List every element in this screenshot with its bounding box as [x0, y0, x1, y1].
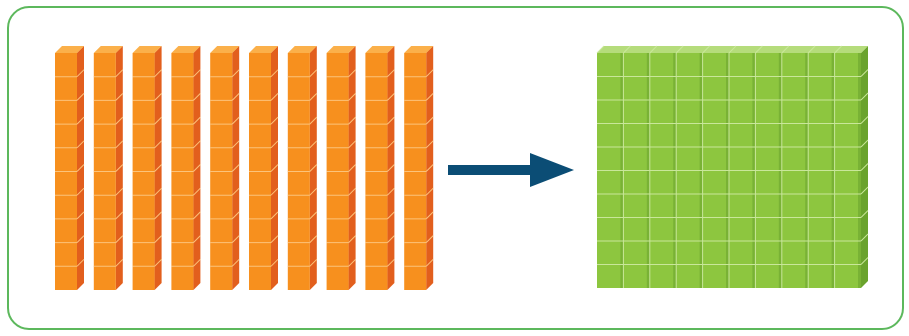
conversion-arrow — [448, 153, 574, 187]
ten-rod — [326, 46, 356, 290]
ten-rod — [132, 46, 162, 290]
arrow-shaft — [448, 165, 538, 175]
ten-rod — [210, 46, 240, 290]
ten-rod — [55, 46, 85, 290]
ten-rod — [93, 46, 124, 290]
ten-rod — [404, 46, 434, 290]
hundred-flat-group — [596, 45, 869, 288]
ten-rod — [287, 46, 318, 290]
arrow-head — [530, 153, 574, 187]
ten-rod — [171, 46, 201, 290]
ten-rod — [249, 46, 279, 290]
ten-rod — [365, 46, 395, 290]
ten-rods-group — [55, 46, 434, 290]
